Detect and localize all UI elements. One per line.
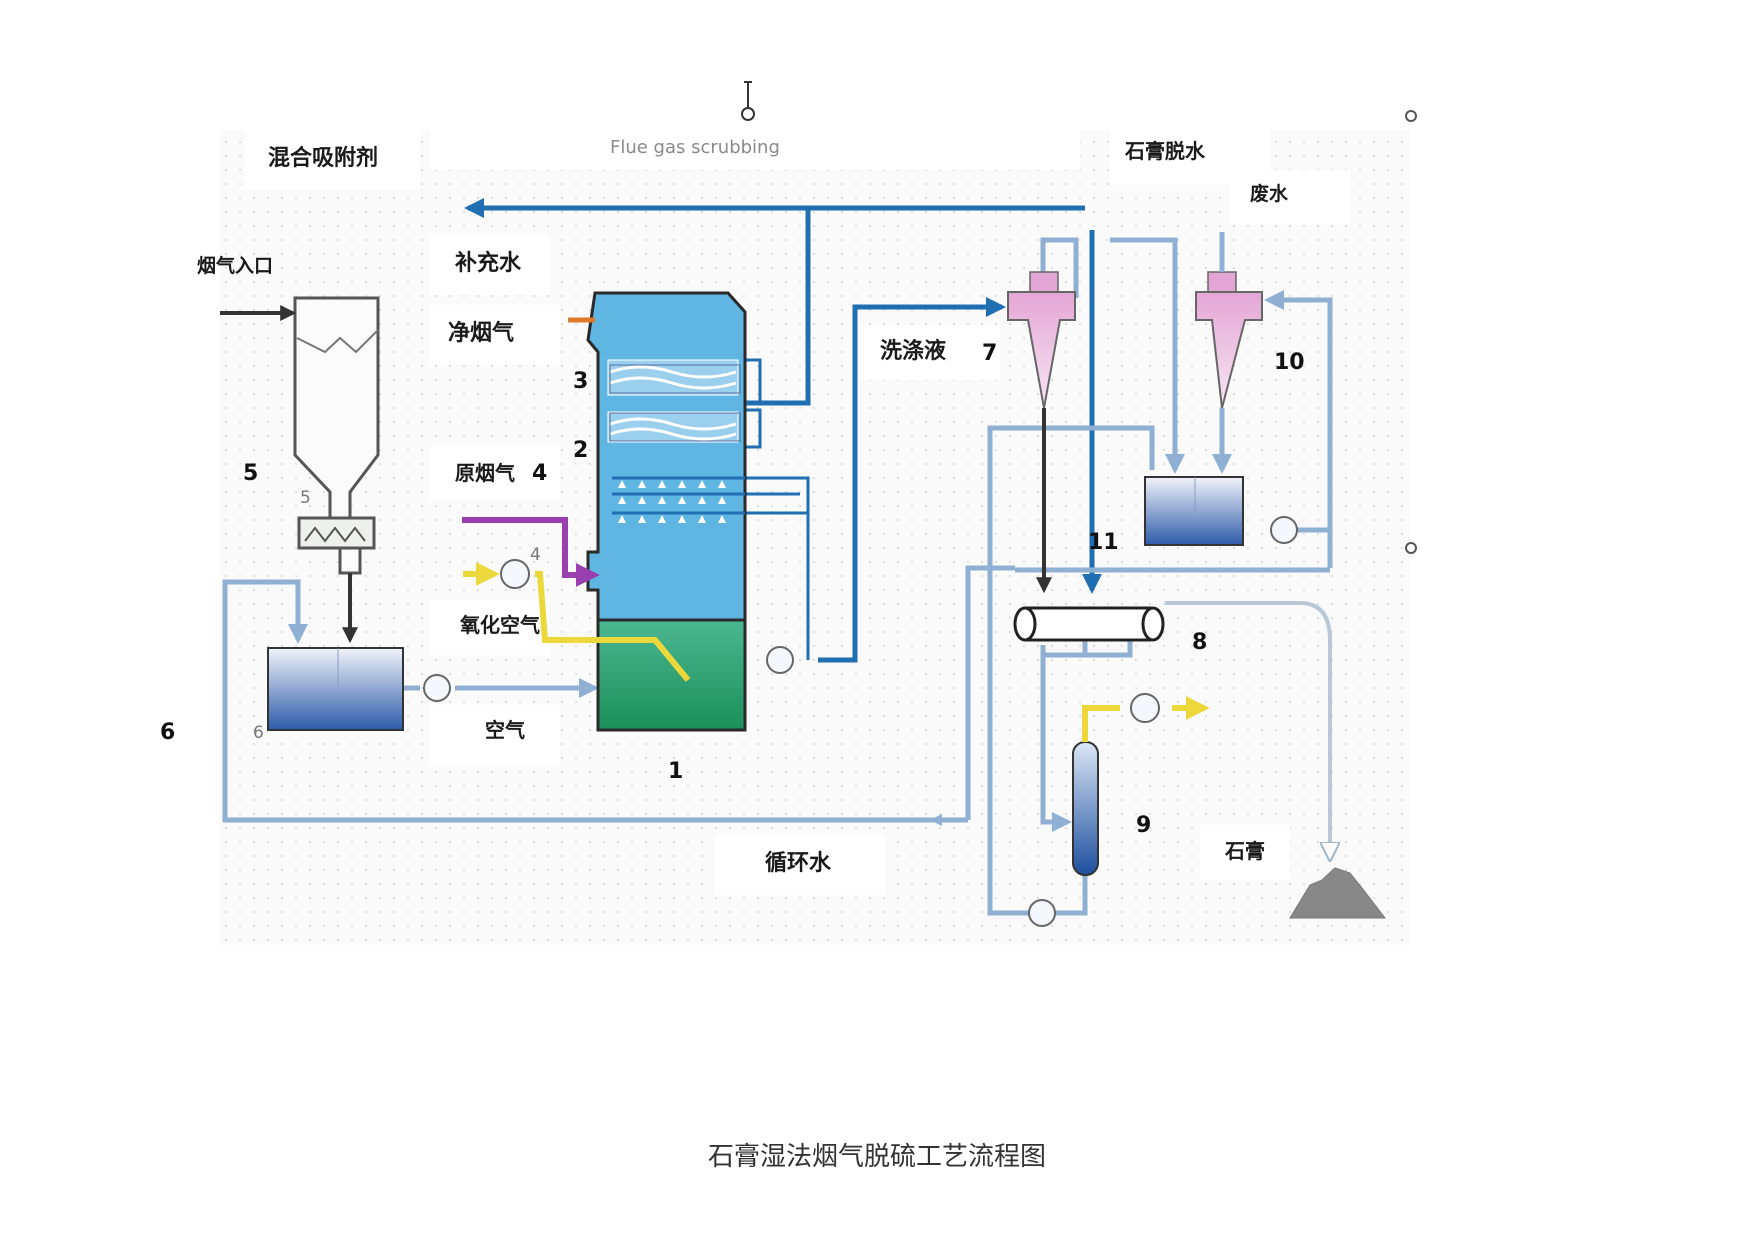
vacuum-line: [1082, 705, 1120, 742]
svg-text:4: 4: [530, 545, 541, 565]
number-6: 6: [160, 720, 175, 745]
raw-flue-gas-pipe: [462, 517, 600, 587]
label-scrubbing-liquid: 洗涤液: [880, 338, 946, 364]
hydrocyclone-7: [1007, 271, 1076, 409]
pump-icon: [423, 674, 451, 702]
absorber-tower: [586, 291, 747, 732]
adsorbent-silo: [293, 296, 380, 575]
vacuum-receiver-9: [1072, 741, 1099, 876]
label-air: 空气: [485, 718, 525, 742]
gypsum-pile: [1289, 867, 1387, 919]
spray-header-pipes: [745, 358, 810, 660]
edge-mark-top: [1405, 110, 1417, 122]
pump-icon: [500, 559, 530, 589]
label-makeup-water: 补充水: [454, 250, 522, 276]
dark-blue-pipes: [464, 198, 1102, 663]
header-text: Flue gas scrubbing: [610, 137, 780, 158]
label-mixed-adsorbent: 混合吸附剂: [268, 145, 378, 171]
number-9: 9: [1136, 813, 1151, 838]
pumps: [423, 516, 1298, 927]
label-oxidation-air: 氧化空气: [459, 613, 540, 637]
pump-icon: [1028, 899, 1056, 927]
number-7: 7: [982, 341, 997, 366]
number-1: 1: [668, 759, 683, 784]
label-waste-water: 废水: [1250, 182, 1289, 205]
number-5: 5: [243, 461, 258, 486]
number-8: 8: [1192, 630, 1207, 655]
silo-feeder: [297, 516, 376, 550]
number-4: 4: [532, 461, 547, 486]
pump-icon: [1130, 693, 1160, 723]
number-10: 10: [1274, 350, 1305, 375]
svg-text:6: 6: [253, 723, 264, 743]
gypsum-discharge-line: [1165, 601, 1330, 858]
pump-icon: [766, 646, 794, 674]
edge-mark-middle: [1405, 542, 1417, 554]
label-flue-inlet: 烟气入口: [197, 254, 273, 277]
label-gypsum-dewatering: 石膏脱水: [1124, 139, 1206, 163]
svg-text:5: 5: [300, 488, 311, 508]
label-raw-flue-gas: 原烟气: [455, 461, 515, 485]
light-blue-pipe-arrow-left: [930, 814, 942, 826]
label-clean-gas: 净烟气: [448, 320, 514, 346]
figure-caption: 石膏湿法烟气脱硫工艺流程图: [707, 1142, 1046, 1172]
label-circulating-water: 循环水: [765, 850, 832, 876]
number-11: 11: [1088, 530, 1119, 555]
number-2: 2: [573, 438, 588, 463]
number-3: 3: [573, 369, 588, 394]
slurry-tank-6: [267, 647, 404, 731]
label-gypsum: 石膏: [1224, 839, 1265, 863]
waste-water-tank: [1144, 476, 1244, 546]
vacuum-belt-filter: [1013, 606, 1165, 642]
pump-icon: [1270, 516, 1298, 544]
absorber-sump: [596, 618, 747, 732]
hydrocyclone-10: [1195, 271, 1263, 409]
top-mark-circle: [741, 107, 755, 121]
